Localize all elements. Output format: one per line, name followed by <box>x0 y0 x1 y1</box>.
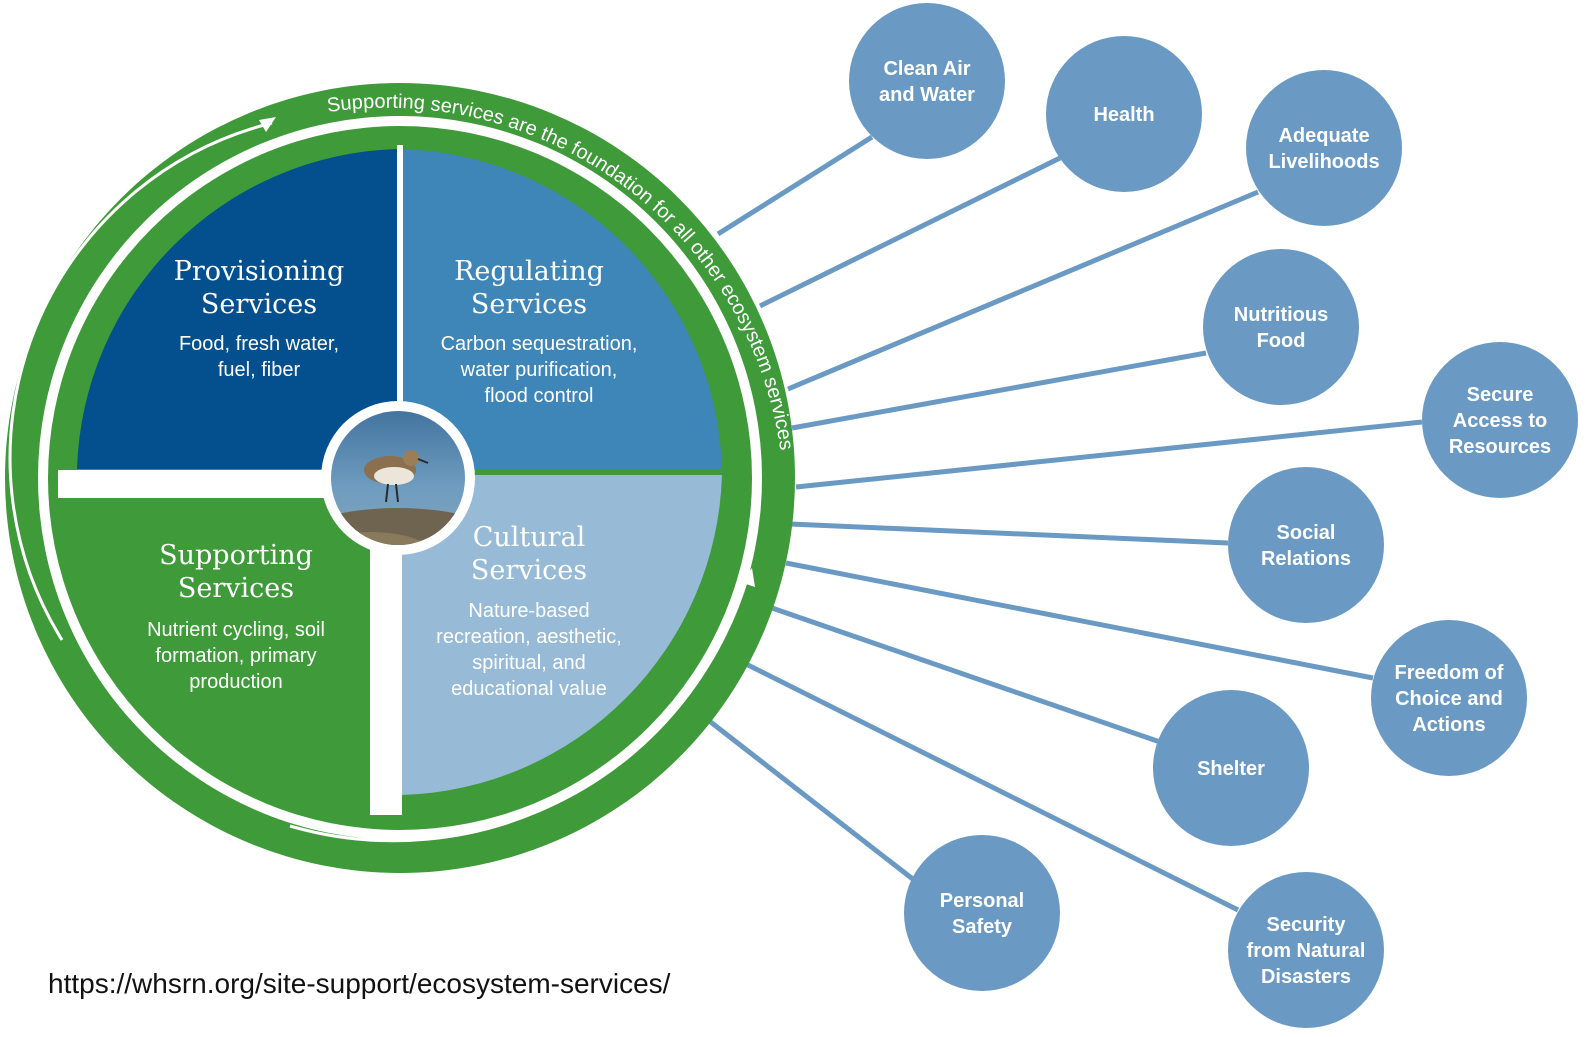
supporting-body-line3: production <box>189 671 282 693</box>
bubble-circle-adequate-livelihoods <box>1246 70 1402 226</box>
supporting-title-line1: Supporting <box>159 540 313 571</box>
connector-adequate-livelihoods <box>787 189 1259 392</box>
cultural-quadrant <box>402 475 722 795</box>
bubble-label-adequate-livelihoods-1: Adequate <box>1278 125 1369 147</box>
bubble-label-adequate-livelihoods-2: Livelihoods <box>1268 151 1379 173</box>
bubble-circle-security-from-natural-disasters <box>1228 872 1384 1028</box>
bubble-circle-personal-safety <box>904 835 1060 991</box>
bubble-label-freedom-of-choice-and-actions-3: Actions <box>1412 714 1485 736</box>
connector-clean-air-and-water <box>716 134 874 237</box>
bubble-circle-nutritious-food <box>1203 249 1359 405</box>
provisioning-body-line1: Food, fresh water, <box>179 333 339 355</box>
bubble-clean-air-and-water: Clean Air and Water <box>849 3 1005 159</box>
connector-lines <box>706 134 1423 913</box>
regulating-body-line2: water purification, <box>460 359 618 381</box>
bubble-label-clean-air-and-water-1: Clean Air <box>883 58 970 80</box>
connector-shelter <box>771 605 1161 745</box>
bubble-label-personal-safety-2: Safety <box>952 916 1013 938</box>
ring-arrow-left <box>8 121 273 641</box>
connector-freedom-of-choice-and-actions <box>785 560 1374 681</box>
sandpiper-icon <box>364 450 429 503</box>
supporting-title-line2: Services <box>178 573 294 604</box>
regulating-body-line3: flood control <box>485 385 594 407</box>
bubble-circle-freedom-of-choice-and-actions <box>1371 620 1527 776</box>
bubble-circle-shelter <box>1153 690 1309 846</box>
ring-arrows <box>8 121 750 843</box>
bubble-label-freedom-of-choice-and-actions-2: Choice and <box>1395 688 1503 710</box>
quadrant-separator <box>58 470 402 498</box>
cultural-text: Cultural Services Nature-based recreatio… <box>436 522 622 700</box>
bubble-circle-health <box>1046 36 1202 192</box>
ring-arrow-right <box>289 575 750 843</box>
bubble-label-nutritious-food-1: Nutritious <box>1234 304 1328 326</box>
regulating-text: Regulating Services Carbon sequestration… <box>441 256 638 407</box>
bubble-circle-social-relations <box>1228 467 1384 623</box>
provisioning-body-line2: fuel, fiber <box>218 359 301 381</box>
bubble-label-social-relations-1: Social <box>1277 522 1336 544</box>
connector-social-relations <box>789 521 1229 546</box>
ring-arrowhead-top <box>259 117 276 132</box>
bubble-label-secure-access-to-resources-3: Resources <box>1449 436 1551 458</box>
ring-arrowheads <box>259 117 755 587</box>
supporting-text: Supporting Services Nutrient cycling, so… <box>147 540 325 693</box>
ring-arrowhead-right <box>740 568 755 587</box>
connector-health <box>758 155 1062 309</box>
bubble-label-personal-safety-1: Personal <box>940 890 1024 912</box>
bubble-health: Health <box>1046 36 1202 192</box>
bubble-circle-clean-air-and-water <box>849 3 1005 159</box>
bubble-label-security-from-natural-disasters-1: Security <box>1267 914 1347 936</box>
cultural-title-line1: Cultural <box>473 522 586 553</box>
bubble-circle-secure-access-to-resources <box>1422 342 1578 498</box>
bubble-label-secure-access-to-resources-2: Access to <box>1453 410 1548 432</box>
cultural-title-line2: Services <box>471 555 587 586</box>
bubble-label-freedom-of-choice-and-actions-1: Freedom of <box>1395 662 1504 684</box>
bubble-shelter: Shelter <box>1153 690 1309 846</box>
cultural-body-line4: educational value <box>451 678 607 700</box>
bubble-label-health-1: Health <box>1093 104 1154 126</box>
source-url: https://whsrn.org/site-support/ecosystem… <box>48 968 671 999</box>
provisioning-title-line1: Provisioning <box>174 256 345 287</box>
cultural-body-line1: Nature-based <box>468 600 589 622</box>
connector-security-from-natural-disasters <box>738 658 1240 913</box>
connector-nutritious-food <box>791 350 1207 431</box>
bubble-label-security-from-natural-disasters-2: from Natural <box>1247 940 1366 962</box>
cultural-body-line3: spiritual, and <box>472 652 585 674</box>
provisioning-quadrant <box>77 149 398 469</box>
provisioning-text: Provisioning Services Food, fresh water,… <box>174 256 345 381</box>
bubble-label-secure-access-to-resources-1: Secure <box>1467 384 1534 406</box>
regulating-title-line2: Services <box>471 289 587 320</box>
top-vertical-separator <box>397 145 403 475</box>
provisioning-title-line2: Services <box>201 289 317 320</box>
connector-secure-access-to-resources <box>795 419 1423 490</box>
bubble-label-shelter-1: Shelter <box>1197 758 1265 780</box>
regulating-body-line1: Carbon sequestration, <box>441 333 638 355</box>
bubble-label-clean-air-and-water-2: and Water <box>879 84 975 106</box>
bubble-label-nutritious-food-2: Food <box>1257 330 1306 352</box>
bubble-label-social-relations-2: Relations <box>1261 548 1351 570</box>
regulating-quadrant <box>402 149 722 469</box>
supporting-body-line1: Nutrient cycling, soil <box>147 619 325 641</box>
connector-personal-safety <box>706 718 916 882</box>
bubble-label-security-from-natural-disasters-3: Disasters <box>1261 966 1351 988</box>
supporting-body-line2: formation, primary <box>155 645 316 667</box>
cultural-body-line2: recreation, aesthetic, <box>436 626 622 648</box>
regulating-title-line1: Regulating <box>454 256 604 287</box>
